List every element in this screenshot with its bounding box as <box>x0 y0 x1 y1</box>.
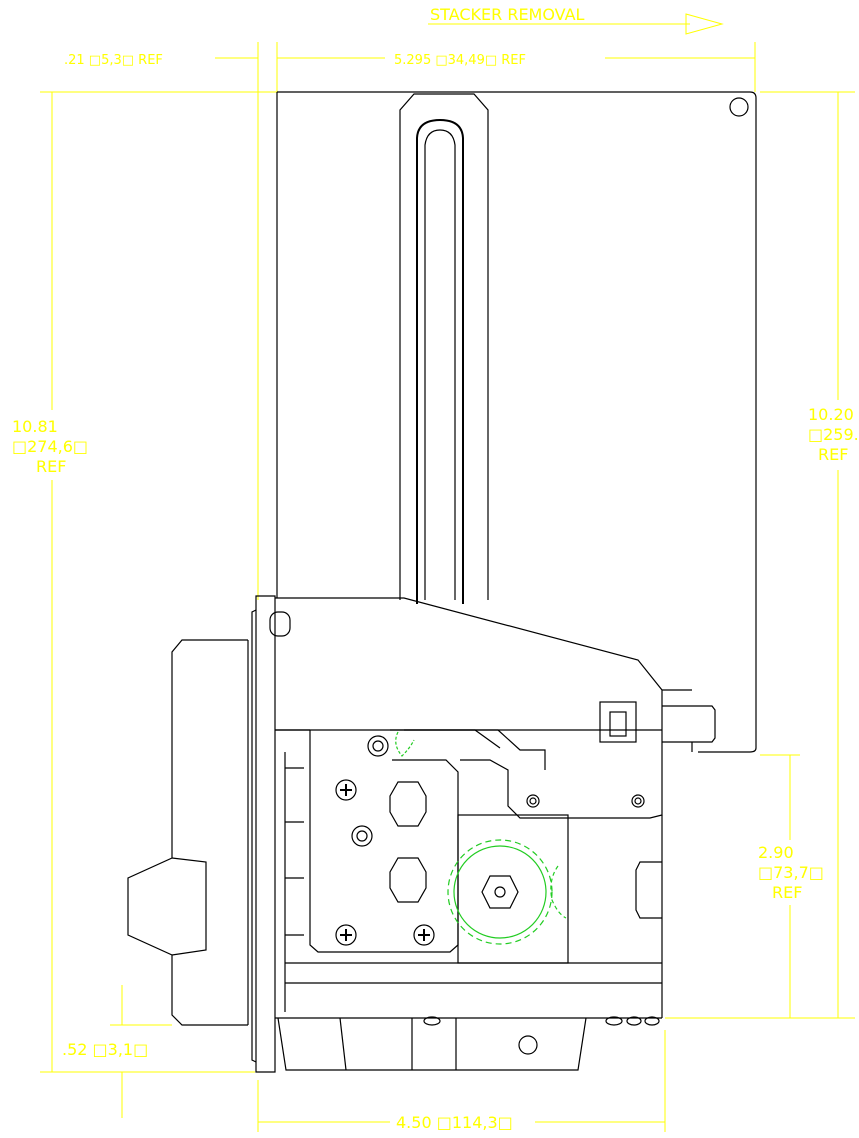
base-hole <box>518 1035 538 1055</box>
left-height-value: 10.81 <box>12 417 58 436</box>
right-height-ref: REF <box>818 445 848 464</box>
front-bezel <box>127 595 291 1073</box>
hex-nut <box>351 825 373 847</box>
left-height-metric: □274,6□ <box>12 437 88 456</box>
mid-height-value: 2.90 <box>758 843 794 862</box>
side-plate <box>284 730 459 1012</box>
top-width-dimension: 5.295 □34,49□ REF <box>394 53 526 68</box>
hex-standoff-top <box>389 781 427 827</box>
dimension-labels: STACKER REMOVAL .21 □5,3□ REF 5.295 □34,… <box>12 5 859 1132</box>
phillips-screw-top <box>335 779 357 801</box>
bottom-left-dimension: .52 □3,1□ <box>62 1040 148 1059</box>
housing-bolt-right <box>631 794 645 808</box>
bottom-base <box>275 1016 662 1071</box>
phillips-screw-bottom-right <box>413 924 435 946</box>
pivot-gear <box>395 731 415 757</box>
drive-gear <box>447 839 553 945</box>
main-housing <box>275 597 716 819</box>
idler-gear <box>550 865 567 919</box>
phillips-screw-bottom-left <box>335 924 357 946</box>
latch <box>599 701 637 743</box>
gear-assembly <box>285 731 663 1018</box>
stacker-body <box>276 91 757 753</box>
top-left-dimension: .21 □5,3□ REF <box>64 53 163 68</box>
dimension-lines <box>40 13 855 1132</box>
mounting-hole-top-right <box>729 97 749 117</box>
left-height-ref: REF <box>36 457 66 476</box>
bottom-width-dimension: 4.50 □114,3□ <box>396 1113 513 1132</box>
pivot-screw <box>367 735 389 757</box>
housing-bolt-left <box>526 794 540 808</box>
stacker-removal-label: STACKER REMOVAL <box>430 5 585 24</box>
hex-standoff-bottom <box>389 857 427 903</box>
right-height-metric: □259. <box>808 425 859 444</box>
mid-height-metric: □73,7□ <box>758 863 824 882</box>
mid-height-ref: REF <box>772 883 802 902</box>
right-height-value: 10.20 <box>808 405 854 424</box>
